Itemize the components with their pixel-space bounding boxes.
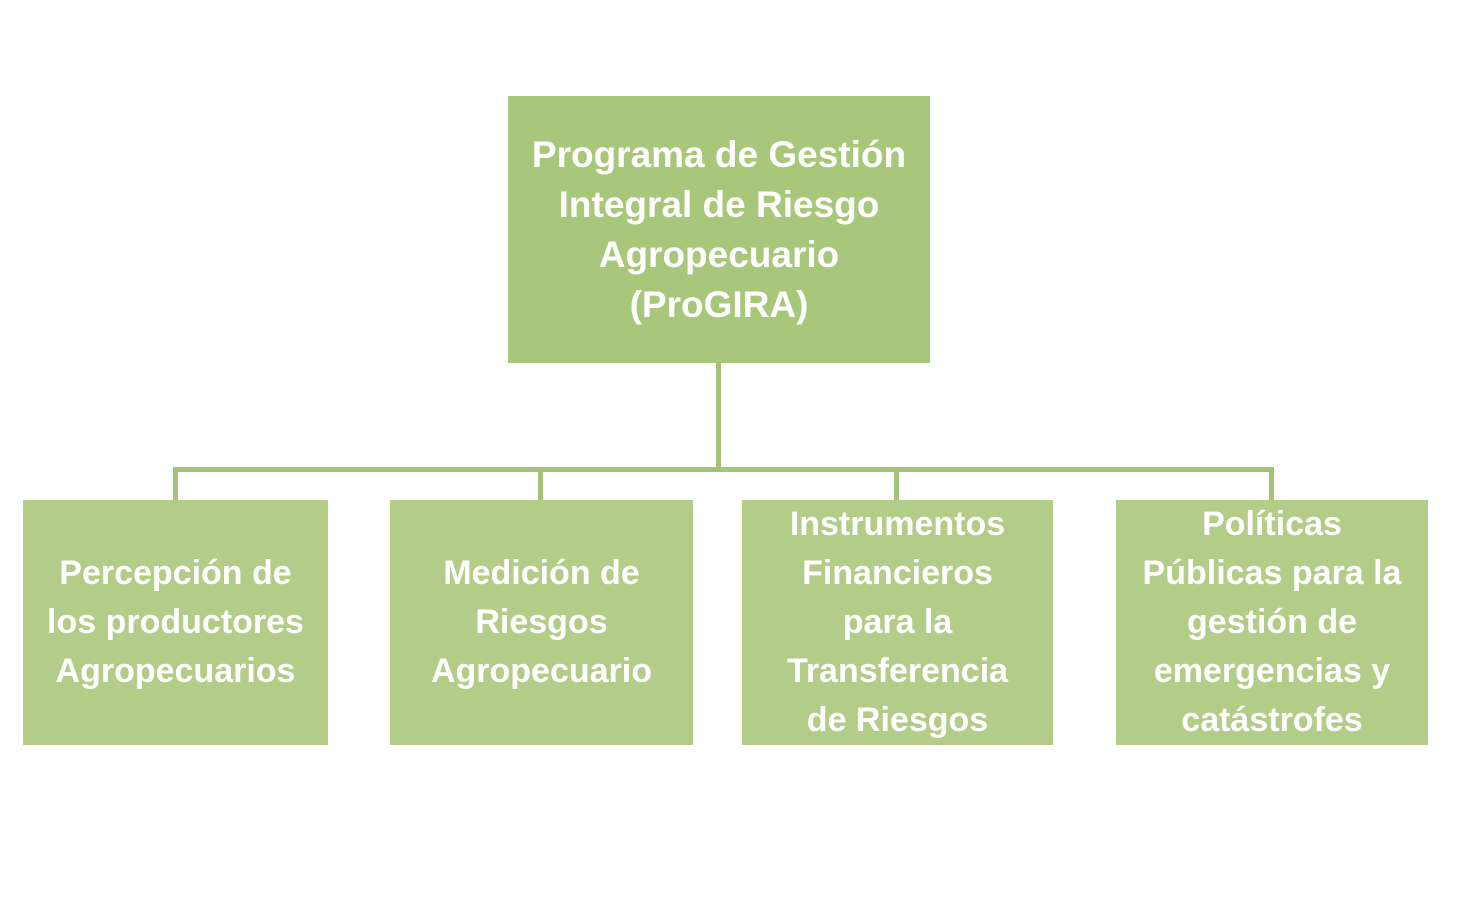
node-politicas-publicas-label: Políticas Públicas para la gestión de em… xyxy=(1142,505,1402,739)
connector-root-stem xyxy=(716,362,721,468)
node-programa-progira-label: Programa de Gestión Integral de Riesgo A… xyxy=(531,133,907,325)
node-percepcion-productores-label: Percepción de los productores Agropecuar… xyxy=(47,554,304,690)
node-percepcion-productores: Percepción de los productores Agropecuar… xyxy=(23,500,328,745)
node-instrumentos-financieros-label: Instrumentos Financieros para la Transfe… xyxy=(786,505,1009,739)
connector-drop-politicas xyxy=(1269,467,1274,502)
connector-horizontal-bar xyxy=(173,467,1274,472)
node-medicion-riesgos: Medición de Riesgos Agropecuario xyxy=(390,500,693,745)
node-programa-progira: Programa de Gestión Integral de Riesgo A… xyxy=(508,96,930,363)
node-medicion-riesgos-label: Medición de Riesgos Agropecuario xyxy=(430,554,653,690)
node-politicas-publicas: Políticas Públicas para la gestión de em… xyxy=(1116,500,1428,745)
connector-drop-medicion xyxy=(538,467,543,502)
connector-drop-percepcion xyxy=(173,467,178,502)
node-instrumentos-financieros: Instrumentos Financieros para la Transfe… xyxy=(742,500,1053,745)
connector-drop-instrumentos xyxy=(894,467,899,502)
